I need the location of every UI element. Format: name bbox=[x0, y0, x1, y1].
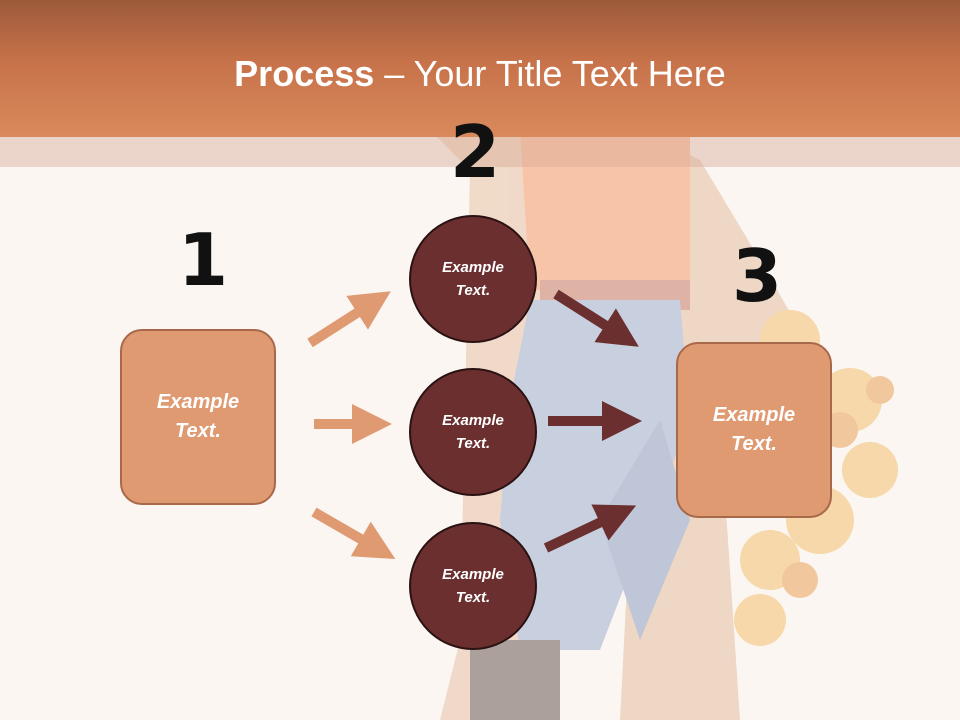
step-1-box: Example Text. bbox=[120, 329, 276, 505]
slide-title: Process – Your Title Text Here bbox=[0, 50, 960, 98]
step-2-circle-bottom: Example Text. bbox=[409, 522, 537, 650]
step-3-box: Example Text. bbox=[676, 342, 832, 518]
arrow-from-top-circle bbox=[553, 289, 639, 347]
step-number-3: 3 bbox=[732, 234, 783, 318]
title-rest: – Your Title Text Here bbox=[374, 53, 726, 94]
step-3-box-label: Example Text. bbox=[712, 404, 796, 455]
title-band bbox=[0, 137, 960, 167]
circle-bottom-label: Example Text. bbox=[442, 566, 504, 606]
circle-middle-label: Example Text. bbox=[442, 412, 504, 452]
title-bold: Process bbox=[234, 53, 375, 94]
arrow-from-bottom-circle bbox=[543, 504, 637, 553]
step-number-1: 1 bbox=[178, 218, 229, 302]
step-2-circle-middle: Example Text. bbox=[409, 368, 537, 496]
title-bar bbox=[0, 0, 960, 137]
step-2-circle-top: Example Text. bbox=[409, 215, 537, 343]
step-1-box-label: Example Text. bbox=[156, 391, 240, 442]
arrow-to-bottom-circle bbox=[311, 507, 396, 560]
arrow-to-top-circle bbox=[307, 291, 391, 348]
step-number-2: 2 bbox=[450, 110, 501, 194]
circle-top-label: Example Text. bbox=[442, 259, 504, 299]
